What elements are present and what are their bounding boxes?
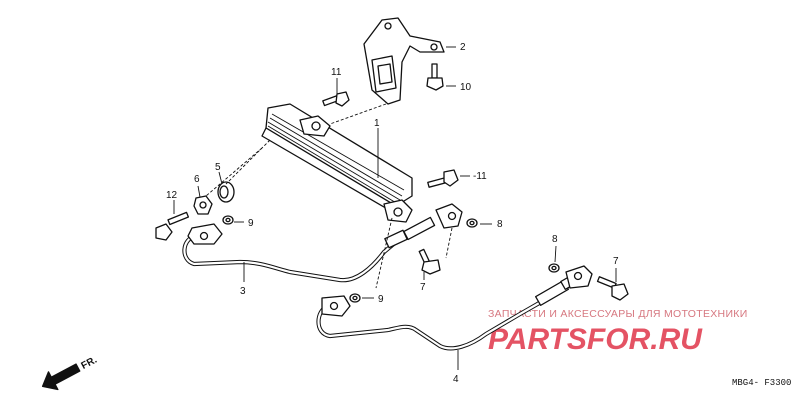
- part-12-bolt: [155, 211, 190, 241]
- callout-7-middle: 7: [420, 282, 426, 293]
- callout-8-upper: 8: [497, 219, 503, 230]
- part-2-bracket: [363, 17, 445, 105]
- front-label: FR.: [80, 354, 100, 371]
- part-11-bolt-right: [427, 169, 459, 188]
- leader-lines: [173, 46, 617, 370]
- watermark-tagline: ЗАПЧАСТИ И АКСЕССУАРЫ ДЛЯ МОТОТЕХНИКИ: [488, 308, 748, 320]
- part-9-oring-lower: [349, 293, 361, 303]
- callout-3: 3: [240, 286, 246, 297]
- watermark-logo: PARTSFOR.RU: [488, 323, 703, 356]
- diagram-code: MBG4- F3300: [732, 378, 791, 388]
- watermark: ЗАПЧАСТИ И АКСЕССУАРЫ ДЛЯ МОТОТЕХНИКИ PA…: [488, 308, 748, 356]
- part-1-oil-cooler: [261, 103, 413, 223]
- callout-2: 2: [460, 42, 466, 53]
- alignment-lines: [205, 103, 453, 289]
- callout-9-lower: 9: [378, 294, 384, 305]
- callout-7-right: 7: [613, 256, 619, 267]
- callout-9-left: 9: [248, 218, 254, 229]
- part-10-bolt: [426, 63, 444, 91]
- callout-10: 10: [460, 82, 472, 93]
- callout-12: 12: [166, 190, 178, 201]
- callout-1: 1: [374, 118, 380, 129]
- callout-11-upper: 11: [331, 67, 342, 78]
- part-5-seal: [217, 181, 235, 203]
- part-4-pipe: [316, 265, 593, 351]
- callouts: 1 2 3 4 5 6 7 7 8 8 9 9 10 11 -11 12: [166, 42, 619, 385]
- part-6-fitting: [193, 195, 213, 215]
- part-7-bolt-middle: [418, 248, 441, 275]
- part-8-oring-lower: [548, 263, 560, 273]
- callout-6: 6: [194, 174, 200, 185]
- callout-11-right: -11: [473, 171, 487, 182]
- part-11-bolt-upper: [322, 91, 350, 107]
- callout-5: 5: [215, 162, 221, 173]
- callout-4: 4: [453, 374, 459, 385]
- callout-8-lower: 8: [552, 234, 558, 245]
- part-9-oring-left: [222, 215, 234, 225]
- part-7-bolt-right: [596, 276, 629, 301]
- part-8-oring-upper: [466, 218, 478, 228]
- part-3-pipe: [182, 203, 463, 283]
- front-arrow: FR.: [41, 354, 100, 391]
